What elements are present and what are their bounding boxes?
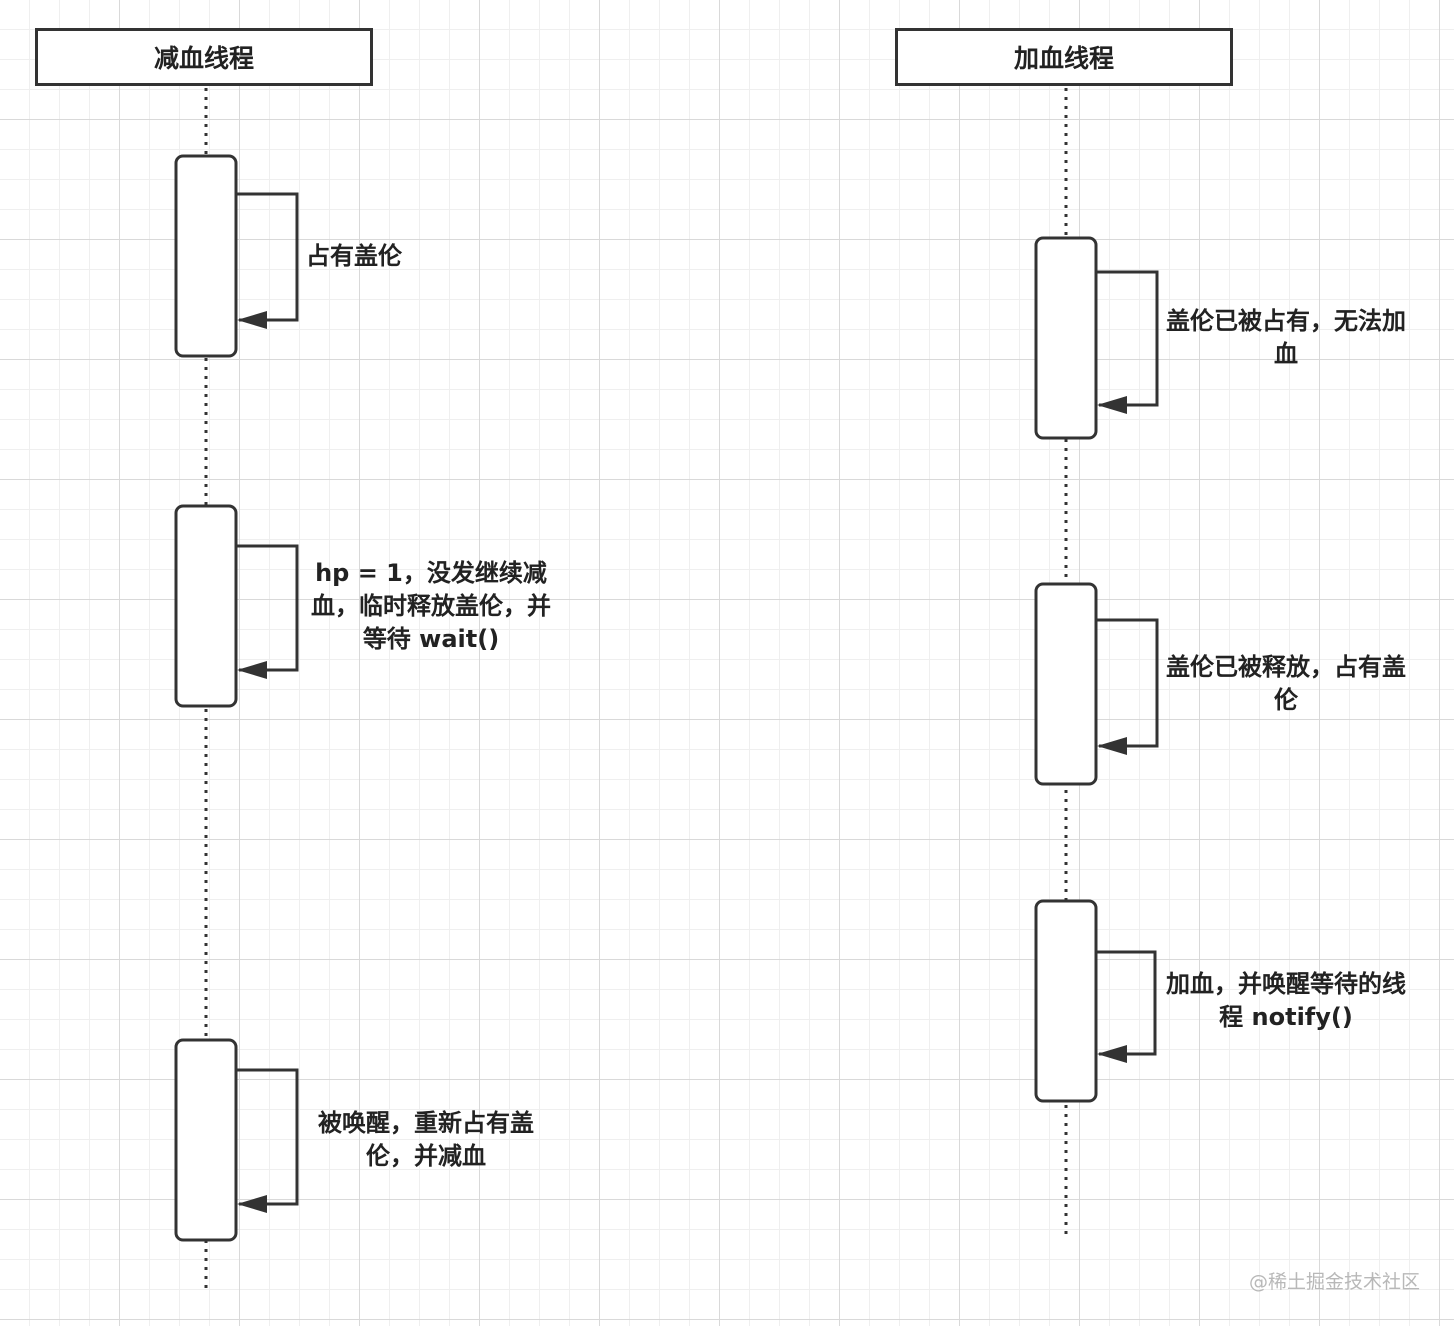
self-message-arrow — [237, 1068, 299, 1206]
self-message-arrow — [237, 544, 299, 672]
arrowhead — [237, 311, 267, 329]
lifeline-header-decrease: 减血线程 — [35, 28, 373, 86]
self-message-arrow — [237, 192, 299, 322]
activation-bar — [1034, 899, 1098, 1103]
self-message-arrow — [1097, 950, 1157, 1056]
message-label: hp = 1，没发继续减血，临时释放盖伦，并等待 wait() — [311, 559, 551, 653]
activation-bar — [174, 504, 238, 708]
arrowhead — [237, 661, 267, 679]
self-message-arrow — [1097, 270, 1159, 407]
self-message-arrow — [1097, 618, 1159, 748]
watermark-text: @稀土掘金技术社区 — [1248, 1271, 1420, 1293]
message-label: 占有盖伦 — [306, 242, 402, 270]
arrowhead — [1097, 737, 1127, 755]
message-label: 加血，并唤醒等待的线程 notify() — [1166, 970, 1406, 1031]
arrowhead — [1097, 1045, 1127, 1063]
message-label: 盖伦已被占有，无法加血 — [1166, 307, 1406, 368]
arrowhead — [1097, 396, 1127, 414]
activation-bar — [1034, 582, 1098, 786]
lifeline-header-increase: 加血线程 — [895, 28, 1233, 86]
arrowhead — [237, 1195, 267, 1213]
activation-bar — [174, 1038, 238, 1242]
activation-bar — [174, 154, 238, 358]
message-label: 盖伦已被释放，占有盖伦 — [1166, 653, 1406, 714]
message-label: 被唤醒，重新占有盖伦，并减血 — [318, 1109, 534, 1170]
activation-bar — [1034, 236, 1098, 440]
